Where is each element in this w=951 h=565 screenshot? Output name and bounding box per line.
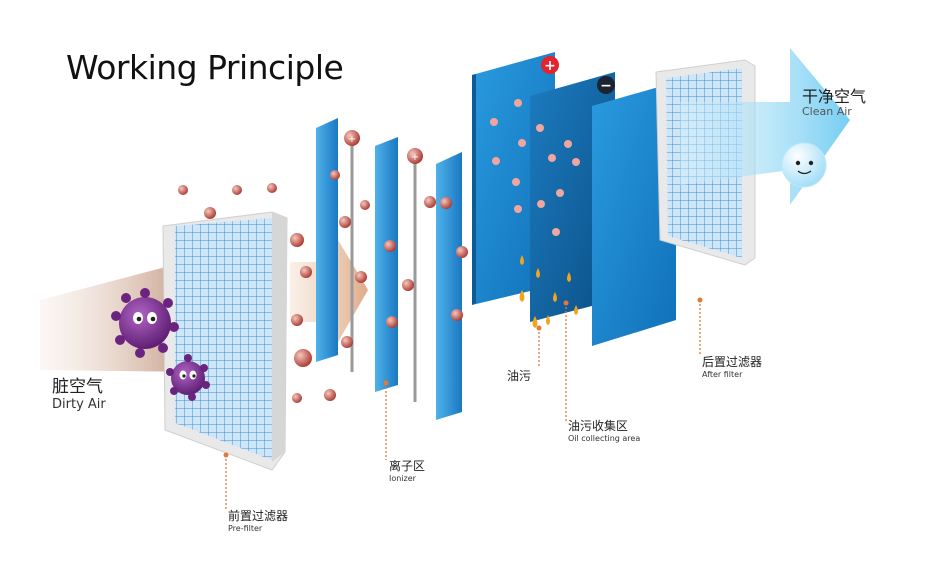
clean-air-label: 干净空气 Clean Air (802, 88, 866, 119)
after-filter-label-en: After filter (702, 370, 762, 379)
after-filter-label: 后置过滤器 After filter (702, 356, 762, 379)
dirty-air-label-zh: 脏空气 (52, 378, 106, 398)
svg-text:−: − (600, 78, 612, 94)
ionizer-label: 离子区 Ionizer (389, 460, 425, 483)
clean-air-label-zh: 干净空气 (802, 88, 866, 106)
electrode-plus-sign: + (411, 152, 419, 163)
oil-collecting-label: 油污收集区 Oil collecting area (568, 420, 640, 443)
dirty-air-label: 脏空气 Dirty Air (52, 378, 106, 412)
oil-dirt-label: 油污 (507, 370, 531, 384)
pre-filter-label-zh: 前置过滤器 (228, 510, 288, 524)
after-filter-label-zh: 后置过滤器 (702, 356, 762, 370)
plus-badge: + (541, 56, 559, 74)
dirty-air-label-en: Dirty Air (52, 398, 106, 413)
svg-text:+: + (544, 58, 556, 74)
minus-badge: − (597, 76, 615, 94)
clean-air-bubble (782, 143, 826, 187)
oil-dirt-label-zh: 油污 (507, 370, 531, 384)
electrode-plus-sign: + (348, 134, 356, 145)
page-title: Working Principle (66, 48, 343, 87)
pre-filter-label: 前置过滤器 Pre-filter (228, 510, 288, 533)
ionizer-strips (316, 118, 462, 420)
ionizer-label-zh: 离子区 (389, 460, 425, 474)
pre-filter-panel (163, 212, 287, 470)
ionizer-label-en: Ionizer (389, 474, 425, 483)
pre-filter-label-en: Pre-filter (228, 524, 288, 533)
clean-air-label-en: Clean Air (802, 106, 866, 119)
oil-collecting-label-zh: 油污收集区 (568, 420, 640, 434)
oil-collecting-label-en: Oil collecting area (568, 434, 640, 443)
